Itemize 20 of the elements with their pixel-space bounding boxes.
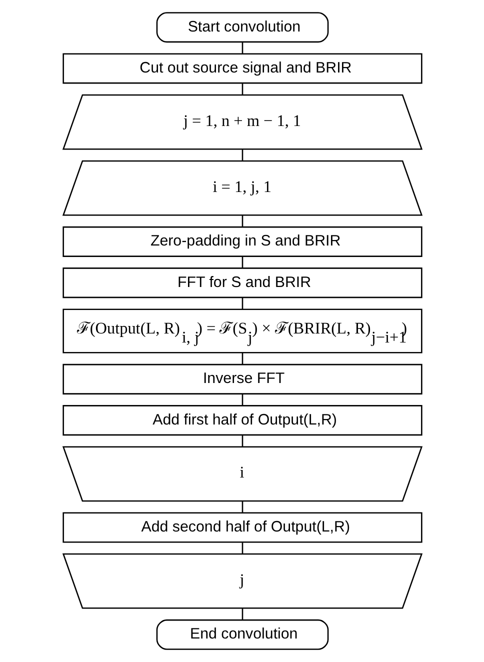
connector xyxy=(241,542,243,554)
connector xyxy=(241,501,243,513)
connector xyxy=(241,435,243,447)
node-box: Cut out source signal and BRIR xyxy=(62,53,422,84)
node-box: Add second half of Output(L,R) xyxy=(62,512,422,543)
connector xyxy=(241,394,243,406)
node-box: Inverse FFT xyxy=(62,364,422,394)
node-box: Add first half of Output(L,R) xyxy=(62,405,422,436)
connector xyxy=(241,352,243,364)
node-box: Zero-padding in S and BRIR xyxy=(62,226,422,257)
node-box: End convolution xyxy=(156,619,328,650)
node-box: Start convolution xyxy=(156,12,328,43)
connector xyxy=(241,84,243,95)
connector xyxy=(241,42,243,54)
connector xyxy=(241,215,243,227)
connector xyxy=(241,256,243,268)
connector xyxy=(241,297,243,310)
node-box: FFT for S and BRIR xyxy=(62,268,422,298)
connector xyxy=(241,150,243,161)
connector xyxy=(241,608,243,620)
